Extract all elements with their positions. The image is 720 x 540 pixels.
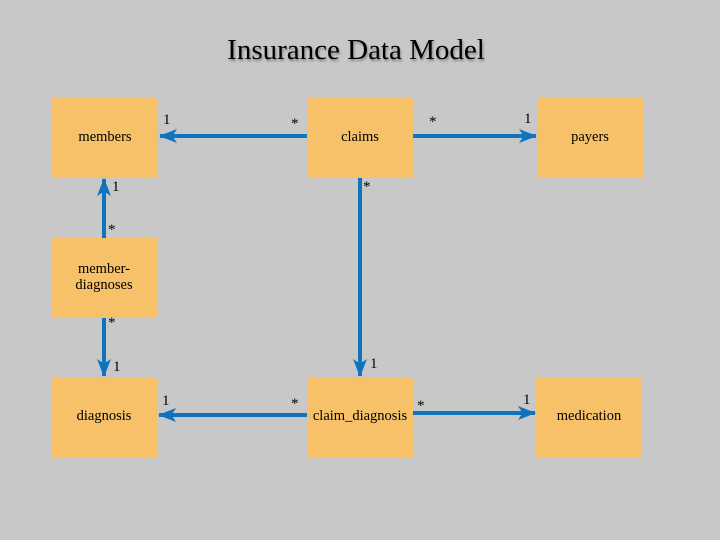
entity-claims-label: claims [341,129,379,146]
cardinality-claimdiagnosis-diagnosis-one: 1 [162,393,170,409]
entity-claims: claims [307,98,413,178]
cardinality-claimdiagnosis-diagnosis-many: * [291,396,299,412]
entity-claim-diagnosis: claim_diagnosis [307,377,413,457]
entity-members-label: members [78,129,132,146]
entity-members: members [52,98,158,178]
cardinality-claims-payers-one: 1 [524,111,532,127]
cardinality-claims-members-many: * [291,116,299,132]
entity-diagnosis-label: diagnosis [76,408,132,425]
cardinality-claimdiagnosis-medication-one: 1 [523,392,531,408]
entity-claim-diagnosis-label: claim_diagnosis [312,408,408,425]
entity-payers-label: payers [571,129,609,146]
cardinality-memberdiagnoses-diagnosis-many: * [108,315,116,331]
entity-member-diagnoses: member-diagnoses [51,238,157,318]
entity-member-diagnoses-label: member-diagnoses [75,261,133,293]
diagram-title: Insurance Data Model [227,34,485,66]
cardinality-claimdiagnosis-medication-many: * [417,398,425,414]
entity-medication-label: medication [556,408,622,425]
cardinality-claims-claimdiagnosis-one: 1 [370,356,378,372]
entity-medication: medication [536,377,642,457]
cardinality-memberdiagnoses-members-many: * [108,222,116,238]
cardinality-memberdiagnoses-diagnosis-one: 1 [113,359,121,375]
cardinality-memberdiagnoses-members-one: 1 [112,179,120,195]
cardinality-claims-claimdiagnosis-many: * [363,179,371,195]
cardinality-claims-payers-many: * [429,114,437,130]
entity-payers: payers [537,98,643,178]
entity-diagnosis: diagnosis [51,377,157,457]
cardinality-claims-members-one: 1 [163,112,171,128]
